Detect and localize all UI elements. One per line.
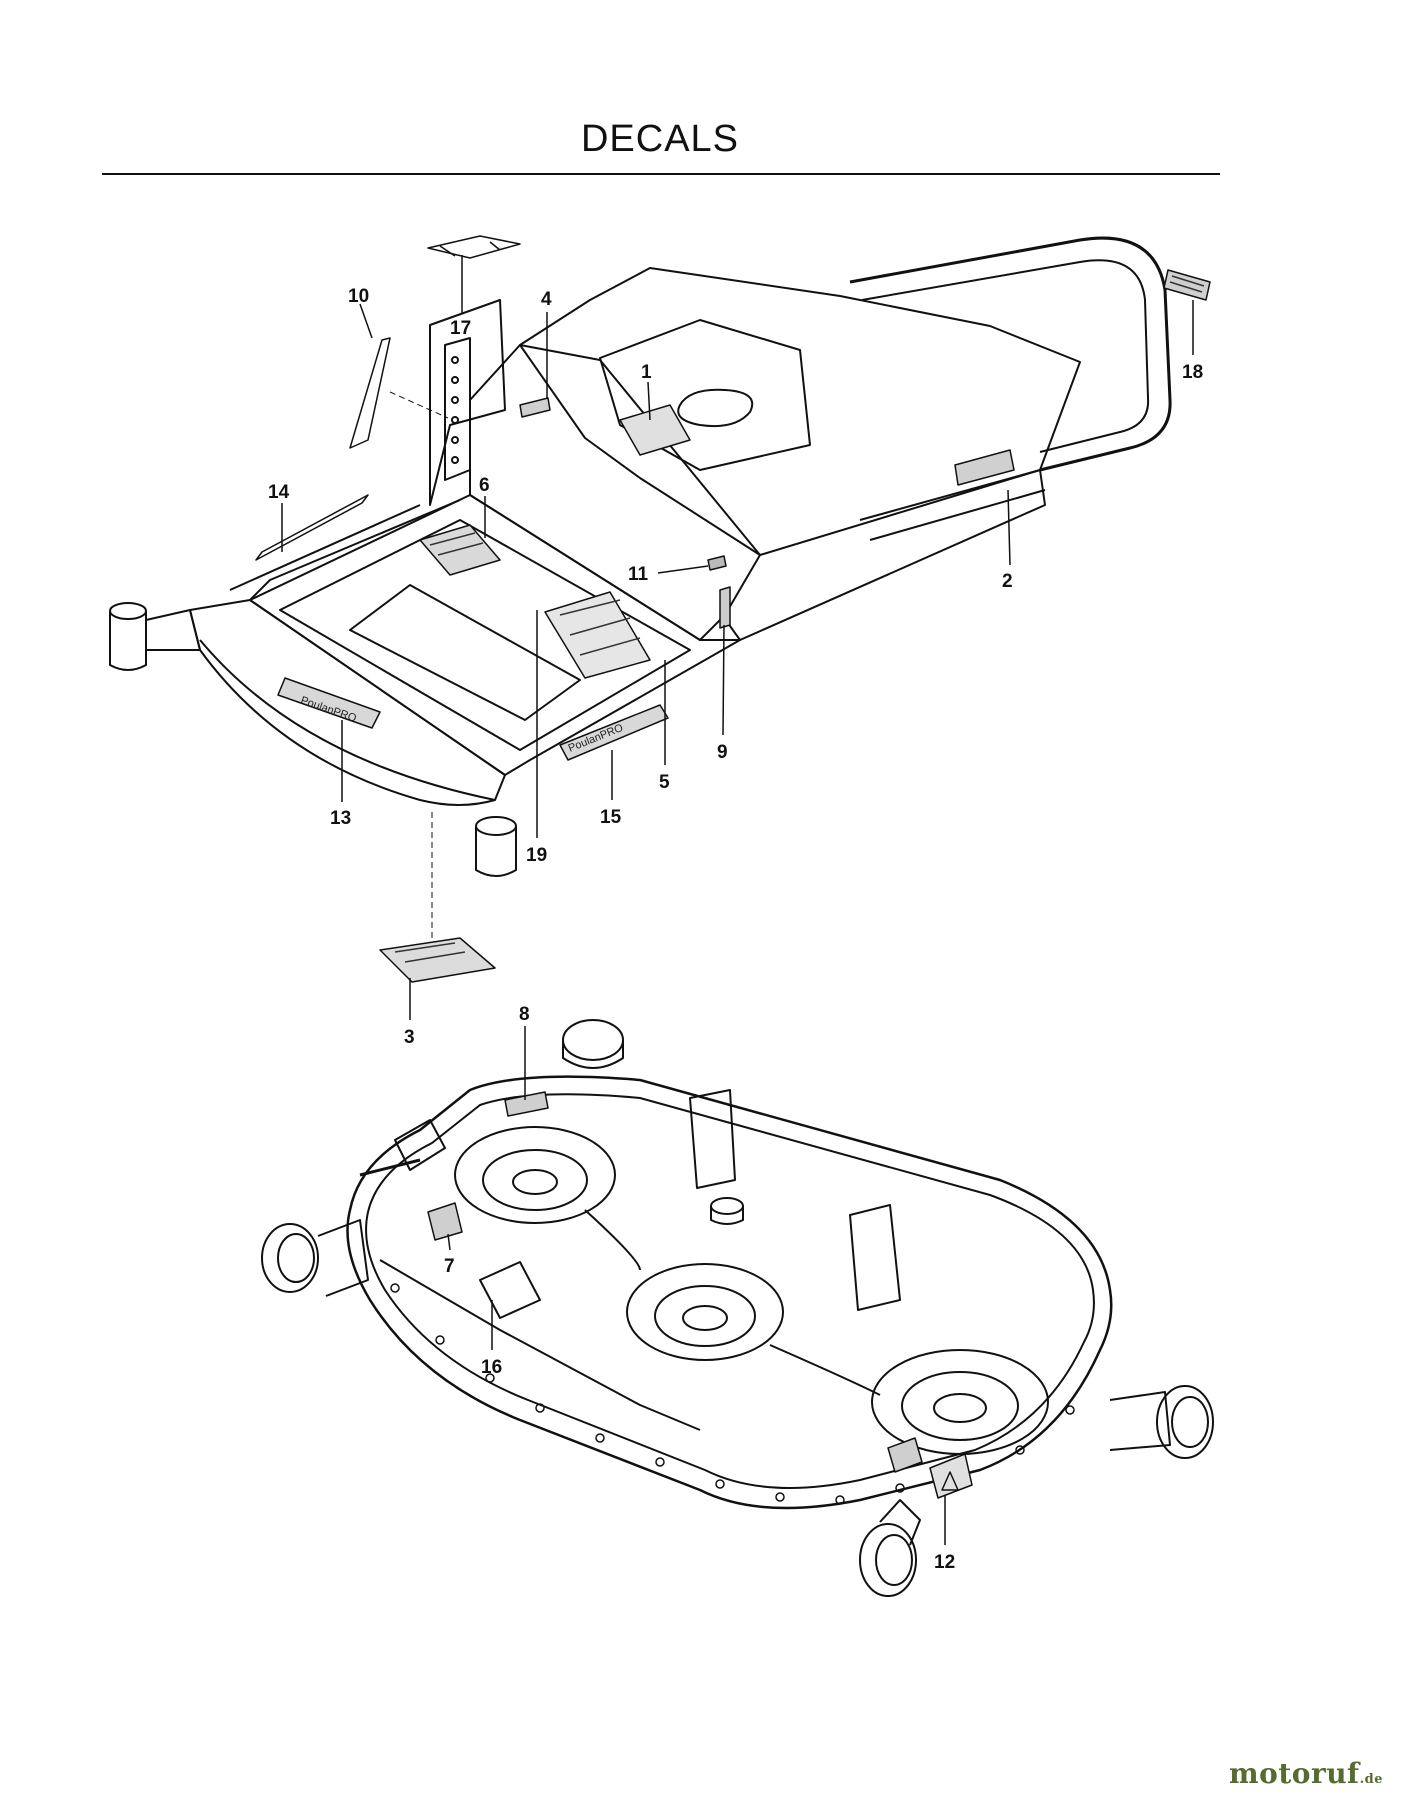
callout-14: 14 xyxy=(268,482,290,503)
upper-decals: PoulanPRO PoulanPRO xyxy=(255,235,1211,983)
watermark-tld: .de xyxy=(1359,1772,1383,1787)
callout-7: 7 xyxy=(444,1256,455,1277)
callout-9: 9 xyxy=(717,742,728,763)
callout-8: 8 xyxy=(519,1004,530,1025)
callout-15: 15 xyxy=(600,807,622,828)
leader-lines xyxy=(281,255,1194,1545)
callout-10: 10 xyxy=(348,286,369,307)
callout-6: 6 xyxy=(479,475,490,496)
callout-3: 3 xyxy=(404,1027,415,1048)
mower-deck xyxy=(261,1019,1214,1597)
callout-18: 18 xyxy=(1182,362,1203,383)
callout-5: 5 xyxy=(659,772,670,793)
callout-19: 19 xyxy=(526,845,547,866)
callout-16: 16 xyxy=(481,1357,502,1378)
callout-17: 17 xyxy=(450,318,471,339)
assembly-lines xyxy=(389,391,449,940)
callout-4: 4 xyxy=(541,289,552,310)
watermark-main: motoruf xyxy=(1229,1757,1360,1790)
frame-assembly xyxy=(109,236,1172,877)
callout-12: 12 xyxy=(934,1552,955,1573)
callout-1: 1 xyxy=(641,362,652,383)
callout-2: 2 xyxy=(1002,571,1013,592)
callout-11: 11 xyxy=(628,564,649,585)
callout-13: 13 xyxy=(330,808,351,829)
watermark-logo: motoruf.de xyxy=(1229,1757,1383,1790)
title-divider xyxy=(102,173,1220,175)
page-title: DECALS xyxy=(580,118,740,160)
callout-numbers: 1 2 3 4 5 6 7 8 9 10 11 12 13 14 15 16 1… xyxy=(268,286,1203,1573)
deck-wheels xyxy=(261,1019,1214,1597)
